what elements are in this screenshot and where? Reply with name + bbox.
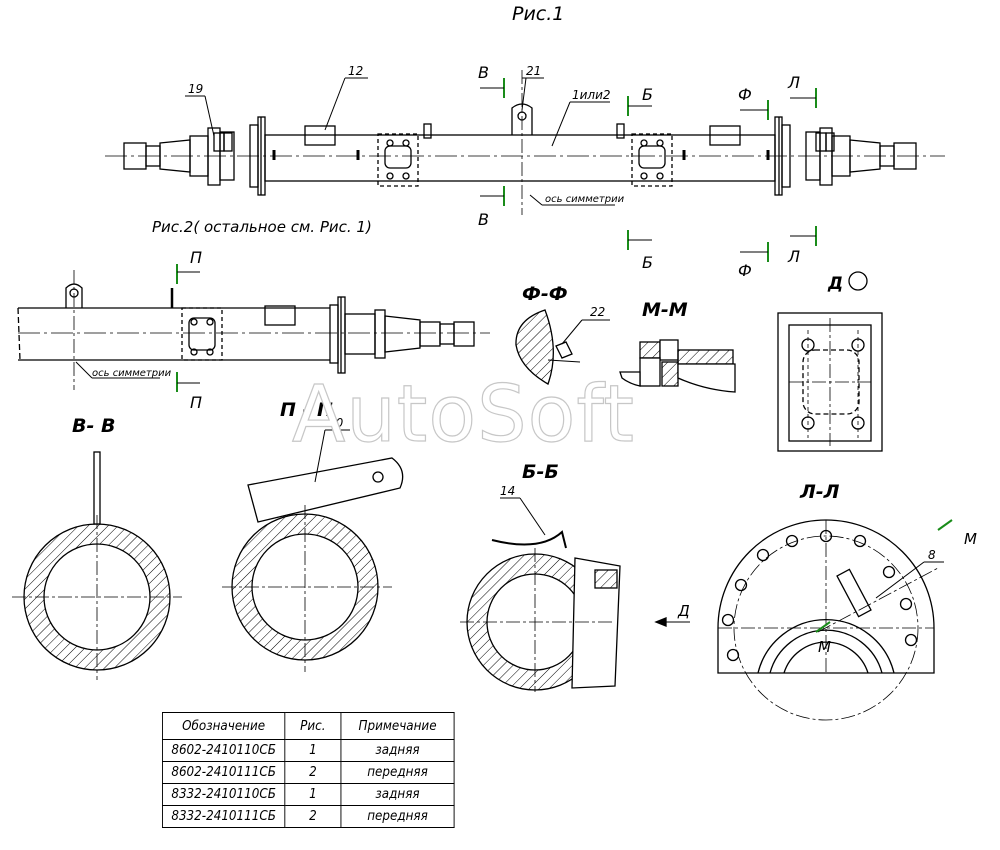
mark-F-bottom: Ф — [738, 261, 752, 280]
section-title-MM: М-М — [642, 299, 688, 321]
table-cell: 8332-2410111СБ — [162, 805, 286, 828]
table-cell: 1 — [284, 739, 342, 762]
callout-1or2: 1или2 — [572, 88, 611, 102]
section-BB — [460, 497, 690, 692]
leaders-fig2 — [75, 271, 200, 384]
mark-B-bottom: Б — [642, 253, 653, 272]
symmetry-axis-label-fig2: ось симметрии — [92, 368, 172, 379]
section-mark-arms-fig1 — [480, 87, 816, 253]
callout-8: 8 — [928, 548, 936, 562]
table-cell: задняя — [340, 783, 455, 806]
table-cell: передняя — [340, 805, 455, 828]
mark-P-top: П — [190, 248, 202, 267]
mark-L-bottom: Л — [787, 247, 800, 266]
table-header-row: Обозначение Рис. Примечание — [162, 712, 455, 740]
callout-21: 21 — [526, 64, 541, 78]
mark-V-bottom: В — [478, 210, 489, 229]
table-cell: 1 — [284, 783, 342, 806]
symmetry-axis-label-fig1: ось симметрии — [545, 194, 625, 205]
table-header-cell: Примечание — [340, 712, 455, 740]
table-row: 8332-2410111СБ 2 передняя — [162, 805, 455, 828]
fig2-title: Рис.2( остальное см. Рис. 1) — [152, 218, 372, 236]
figure-2-axle — [17, 270, 490, 390]
table-cell: 2 — [284, 761, 342, 784]
fig1-title: Рис.1 — [512, 3, 564, 25]
section-marks-fig1 — [503, 78, 817, 262]
section-PP — [222, 429, 404, 672]
section-FF — [515, 309, 610, 385]
table-row: 8332-2410110СБ 1 задняя — [162, 783, 455, 806]
mark-L-top: Л — [787, 73, 800, 92]
table-header-cell: Рис. — [284, 712, 342, 740]
table-cell: 8602-2410111СБ — [162, 761, 286, 784]
mark-M-top: М — [964, 530, 977, 548]
callout-20: 20 — [328, 416, 344, 430]
section-LL — [717, 519, 944, 721]
watermark: AutoSoft — [291, 369, 636, 460]
specification-table: Обозначение Рис. Примечание 8602-2410110… — [162, 712, 455, 828]
callout-19: 19 — [188, 82, 203, 96]
mark-F-top: Ф — [738, 85, 752, 104]
view-D — [777, 312, 883, 452]
view-D-label — [848, 271, 868, 291]
view-D-title: Д — [827, 274, 843, 294]
section-MM — [619, 339, 736, 393]
mark-M-bottom: М — [818, 638, 831, 656]
section-marks-LL — [815, 519, 953, 633]
table-header-cell: Обозначение — [162, 712, 286, 740]
section-VV — [12, 451, 182, 680]
callout-22: 22 — [590, 305, 605, 319]
table-row: 8602-2410110СБ 1 задняя — [162, 739, 455, 762]
section-title-FF: Ф-Ф — [522, 283, 568, 305]
table-row: 8602-2410111СБ 2 передняя — [162, 761, 455, 784]
callout-14: 14 — [500, 484, 515, 498]
callout-12: 12 — [348, 64, 363, 78]
mark-V-top: В — [478, 63, 489, 82]
table-cell: 8332-2410110СБ — [162, 783, 286, 806]
table-cell: передняя — [340, 761, 455, 784]
table-cell: 2 — [284, 805, 342, 828]
table-cell: задняя — [340, 739, 455, 762]
section-title-LL: Л-Л — [799, 481, 840, 503]
view-D-arrow-label: Д — [677, 602, 690, 620]
section-title-VV: В- В — [72, 415, 115, 437]
table-cell: 8602-2410110СБ — [162, 739, 286, 762]
leaders-fig1 — [185, 77, 615, 206]
mark-B-top: Б — [642, 85, 653, 104]
figure-1-axle — [105, 70, 945, 215]
section-title-PP: П - П — [280, 399, 333, 421]
mark-P-bottom: П — [190, 393, 202, 412]
section-title-BB: Б-Б — [522, 461, 559, 483]
